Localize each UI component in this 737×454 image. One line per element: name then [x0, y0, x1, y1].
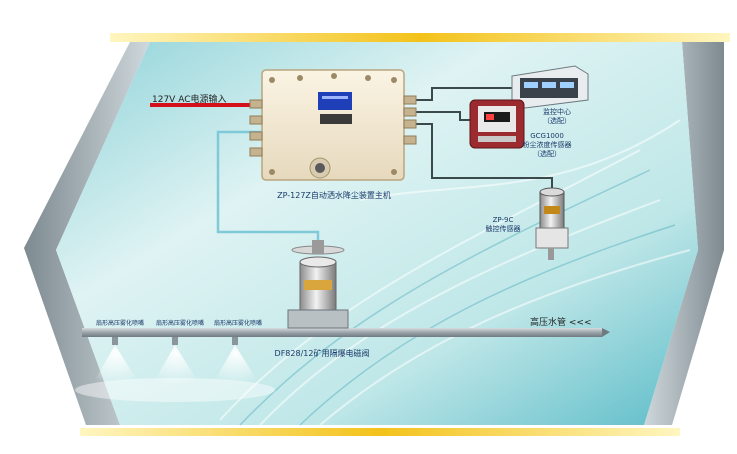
top-gold-band [110, 33, 730, 42]
main-unit-label: ZP-127Z自动洒水降尘装置主机 [277, 191, 391, 200]
valve-cable [216, 130, 320, 252]
signal-cables [404, 87, 553, 192]
water-pipe [82, 328, 602, 337]
trigger-sensor-icon [535, 187, 569, 260]
main-control-box-icon [249, 69, 417, 181]
monitor-center-label-line2: （选配） [543, 117, 571, 125]
right-tunnel-wall [644, 42, 724, 425]
pipe-end [602, 328, 610, 337]
nozzle-label-3: 扇形高压雾化喷嘴 [214, 320, 263, 327]
nozzle-icon [212, 337, 260, 385]
decorative-swirls [219, 119, 691, 426]
trigger-sensor-label: ZP-9C 触控传感器 [486, 216, 521, 234]
dust-sensor-label-line1: GCG1000 [530, 132, 564, 140]
nozzle-group [75, 337, 275, 402]
nozzle-label-1: 扇形高压雾化喷嘴 [96, 320, 145, 327]
solenoid-valve-label: DF828/12矿用隔爆电磁阀 [274, 349, 370, 358]
power-input-label: 127V AC电源输入 [152, 95, 227, 105]
solenoid-valve-icon [287, 240, 349, 329]
monitor-center-label: 监控中心 （选配） [543, 108, 571, 126]
left-tunnel-wall [24, 42, 150, 425]
dust-sensor-icon [469, 99, 525, 149]
high-pressure-pipe-label: 高压水管 <<< [530, 318, 592, 328]
trigger-sensor-label-line1: ZP-9C [492, 216, 514, 224]
nozzle-label-2: 扇形高压雾化喷嘴 [156, 320, 205, 327]
trigger-sensor-label-line2: 触控传感器 [485, 225, 521, 233]
nozzle-icon [92, 337, 140, 385]
dust-sensor-label: GCG1000 粉尘浓度传感器 （选配） [523, 132, 572, 159]
bottom-gold-band [80, 428, 680, 436]
monitor-center-label-line1: 监控中心 [543, 108, 571, 116]
dust-sensor-label-line3: （选配） [533, 150, 561, 158]
monitor-center-icon [511, 65, 589, 109]
dust-sensor-label-line2: 粉尘浓度传感器 [522, 141, 572, 149]
nozzle-icon [152, 337, 200, 385]
